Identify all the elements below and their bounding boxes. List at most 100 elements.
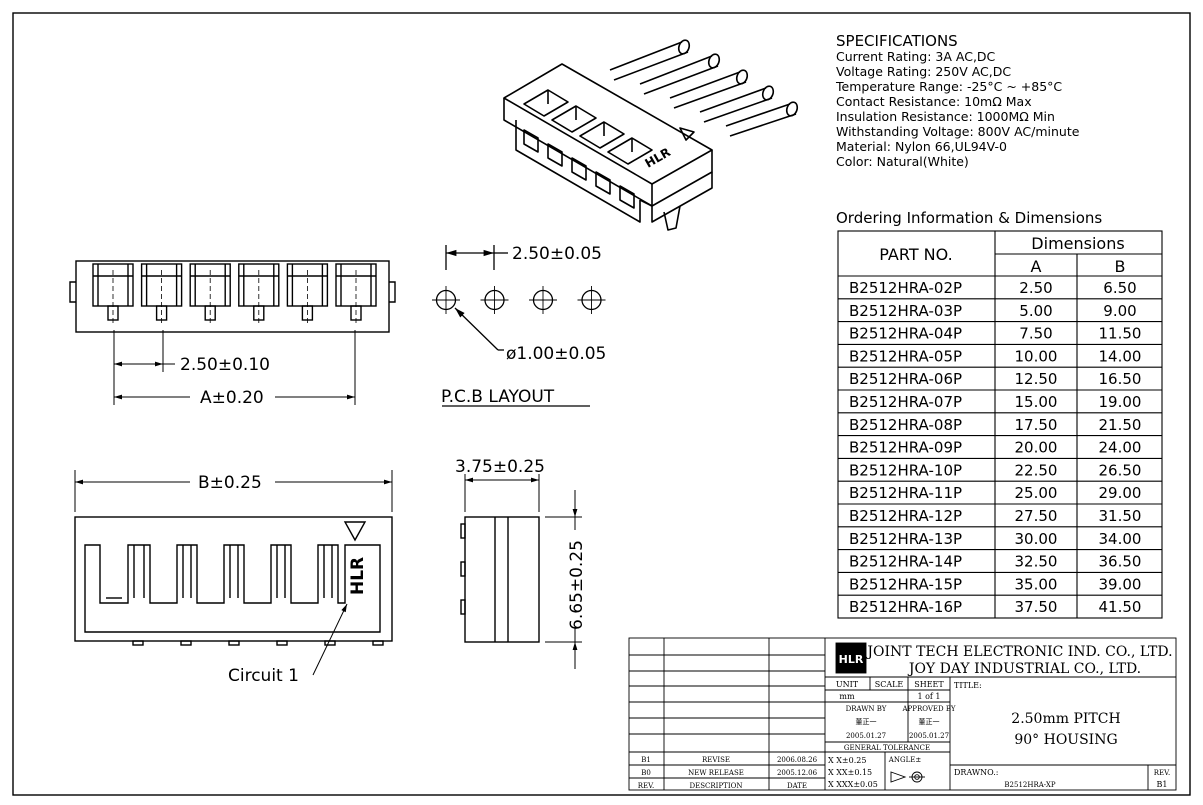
dim-b-cell: 34.00 (1099, 530, 1142, 548)
bottom-foot (180, 640, 192, 646)
dim-b-cell: 29.00 (1099, 484, 1142, 502)
end-view (460, 516, 540, 643)
approved-label: APPROVED BY (901, 705, 955, 713)
dim-a-cell: 37.50 (1015, 598, 1058, 616)
dim-a-cell: 12.50 (1015, 370, 1058, 388)
pcb-layout (432, 245, 606, 407)
col-dims-header: Dimensions (1031, 234, 1124, 253)
front-view (69, 260, 396, 333)
revision-rev: B0 (641, 769, 651, 777)
spec-line: Voltage Rating: 250V AC,DC (836, 64, 1011, 79)
part-number-cell: B2512HRA-13P (849, 530, 962, 548)
angle-label: ANGLE± (888, 756, 922, 764)
bottom-foot (324, 640, 336, 646)
desc-col-header: DESCRIPTION (690, 782, 743, 790)
company-name-1: JOINT TECH ELECTRONIC IND. CO., LTD. (865, 644, 1172, 660)
dim-a-cell: 2.50 (1019, 279, 1052, 297)
dim-a-cell: 25.00 (1015, 484, 1058, 502)
height-label: 6.65±0.25 (567, 540, 587, 630)
tolerance-3: X XXX±0.05 (828, 780, 878, 789)
spec-line: Contact Resistance: 10mΩ Max (836, 94, 1032, 109)
col-part-header: PART NO. (879, 245, 952, 264)
col-a-header: A (1031, 257, 1042, 276)
comb-outline (84, 544, 381, 633)
side-marking: HLR (348, 557, 368, 595)
drawing-no-label: DRAWNO.: (954, 768, 998, 777)
drawn-date: 2005.01.27 (846, 732, 886, 740)
end-view-dimensions (464, 474, 582, 669)
pitch-front-label: 2.50±0.10 (180, 355, 270, 375)
dim-a-cell: 15.00 (1015, 393, 1058, 411)
logo-mark: HLR (839, 653, 864, 666)
drawn-by-name: 董正一 (856, 717, 877, 726)
part-number-cell: B2512HRA-09P (849, 439, 962, 457)
ordering-title: Ordering Information & Dimensions (836, 209, 1102, 227)
dim-a-cell: 35.00 (1015, 575, 1058, 593)
dim-b-cell: 16.50 (1099, 370, 1142, 388)
sheet-value: 1 of 1 (917, 692, 940, 701)
circuit-label: Circuit 1 (228, 666, 299, 686)
part-number-cell: B2512HRA-08P (849, 416, 962, 434)
col-b-header: B (1115, 257, 1126, 276)
revision-desc: NEW RELEASE (688, 769, 744, 777)
sheet-label: SHEET (914, 680, 944, 689)
tolerance-2: X XX±0.15 (828, 768, 872, 777)
part-number-cell: B2512HRA-07P (849, 393, 962, 411)
dim-b-cell: 31.50 (1099, 507, 1142, 525)
dim-b-cell: 39.00 (1099, 575, 1142, 593)
part-number-cell: B2512HRA-12P (849, 507, 962, 525)
part-number-cell: B2512HRA-14P (849, 553, 962, 571)
part-number-cell: B2512HRA-04P (849, 325, 962, 343)
dim-b-cell: 6.50 (1103, 279, 1136, 297)
part-number-cell: B2512HRA-11P (849, 484, 962, 502)
dim-a-cell: 10.00 (1015, 347, 1058, 365)
part-number-cell: B2512HRA-10P (849, 461, 962, 479)
title-block (628, 637, 1177, 791)
dim-b-cell: 21.50 (1099, 416, 1142, 434)
drawn-by-label: DRAWN BY (846, 705, 887, 713)
company-name-2: JOY DAY INDUSTRIAL CO., LTD. (907, 661, 1141, 677)
part-number-cell: B2512HRA-02P (849, 279, 962, 297)
part-number-cell: B2512HRA-05P (849, 347, 962, 365)
spec-line: Insulation Resistance: 1000MΩ Min (836, 109, 1055, 124)
depth-label: 3.75±0.25 (455, 457, 545, 477)
pcb-layout-title: P.C.B LAYOUT (441, 387, 555, 407)
wires (609, 39, 799, 137)
spec-line: Material: Nylon 66,UL94V-0 (836, 139, 1007, 154)
part-number-cell: B2512HRA-15P (849, 575, 962, 593)
dim-b-label: B±0.25 (198, 473, 262, 493)
part-number-cell: B2512HRA-16P (849, 598, 962, 616)
svg-text:HLR: HLR (643, 145, 673, 171)
revision-desc: REVISE (702, 756, 730, 764)
side-view-dimensions (74, 470, 393, 676)
dim-a-cell: 5.00 (1019, 302, 1052, 320)
unit-value: mm (839, 692, 855, 701)
revision-rev: B1 (641, 756, 651, 764)
dim-b-cell: 11.50 (1099, 325, 1142, 343)
part-number-cell: B2512HRA-03P (849, 302, 962, 320)
dim-a-cell: 17.50 (1015, 416, 1058, 434)
specifications-block: SPECIFICATIONS Current Rating: 3A AC,DC … (835, 32, 1080, 169)
date-col-header: DATE (787, 782, 807, 790)
rev-label: REV. (1154, 769, 1170, 777)
part-number-cell: B2512HRA-06P (849, 370, 962, 388)
pcb-pitch-label: 2.50±0.05 (512, 244, 602, 264)
revision-date: 2006.08.26 (777, 756, 818, 764)
revision-date: 2005.12.06 (777, 769, 818, 777)
ordering-table (837, 230, 1163, 619)
isometric-view: HLR (503, 39, 799, 231)
rev-col-header: REV. (638, 782, 654, 790)
bottom-foot (228, 640, 240, 646)
dim-b-cell: 41.50 (1099, 598, 1142, 616)
dim-b-cell: 19.00 (1099, 393, 1142, 411)
title-label: TITLE: (954, 681, 982, 690)
dim-b-cell: 14.00 (1099, 347, 1142, 365)
front-view-dimensions (113, 330, 356, 405)
unit-label: UNIT (836, 680, 859, 689)
dim-a-cell: 32.50 (1015, 553, 1058, 571)
spec-line: Withstanding Voltage: 800V AC/minute (836, 124, 1080, 139)
dim-a-cell: 20.00 (1015, 439, 1058, 457)
rev-value: B1 (1157, 780, 1168, 789)
